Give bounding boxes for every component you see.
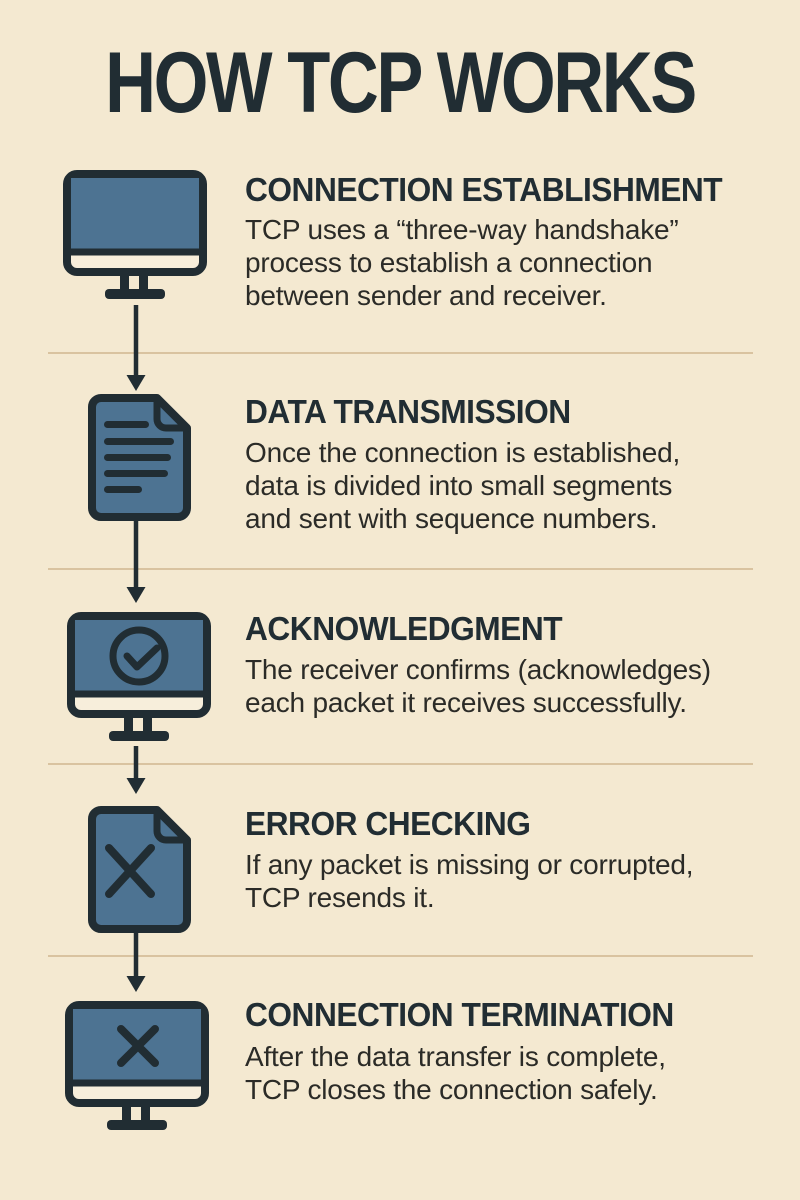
page-title: HOW TCP WORKS xyxy=(105,35,697,131)
body-line: TCP closes the connection safely. xyxy=(245,1074,658,1105)
body-line: process to establish a connection xyxy=(245,247,653,278)
section-divider xyxy=(48,955,753,957)
body-line: If any packet is missing or corrupted, xyxy=(245,849,694,880)
step-heading-error-checking: ERROR CHECKING xyxy=(245,805,531,842)
body-line: data is divided into small segments xyxy=(245,470,673,501)
step-heading-acknowledgment: ACKNOWLEDGMENT xyxy=(245,610,563,647)
step-heading-data-transmission: DATA TRANSMISSION xyxy=(245,393,571,430)
body-line: TCP uses a “three-way handshake” xyxy=(245,214,679,245)
step-body-connection-establishment: TCP uses a “three-way handshake” process… xyxy=(245,213,679,312)
section-divider xyxy=(48,352,753,354)
section-divider xyxy=(48,763,753,765)
step-heading-connection-establishment: CONNECTION ESTABLISHMENT xyxy=(245,171,723,208)
step-body-error-checking: If any packet is missing or corrupted, T… xyxy=(245,848,694,914)
step-heading-connection-termination: CONNECTION TERMINATION xyxy=(245,996,674,1033)
flow-arrow-down-icon xyxy=(126,521,146,603)
body-line: each packet it receives successfully. xyxy=(245,687,687,718)
monitor-check-icon xyxy=(67,612,211,741)
step-body-data-transmission: Once the connection is established, data… xyxy=(245,436,680,535)
monitor-x-icon xyxy=(65,1001,209,1130)
body-line: The receiver confirms (acknowledges) xyxy=(245,654,711,685)
monitor-icon xyxy=(63,170,207,299)
section-divider xyxy=(48,568,753,570)
body-line: Once the connection is established, xyxy=(245,437,681,468)
flow-arrow-down-icon xyxy=(126,930,146,992)
document-x-icon xyxy=(88,806,191,933)
body-line: and sent with sequence numbers. xyxy=(245,503,658,534)
body-line: between sender and receiver. xyxy=(245,280,607,311)
body-line: After the data transfer is complete, xyxy=(245,1041,666,1072)
body-line: TCP resends it. xyxy=(245,882,435,913)
step-body-connection-termination: After the data transfer is complete, TCP… xyxy=(245,1040,666,1106)
step-body-acknowledgment: The receiver confirms (acknowledges) eac… xyxy=(245,653,711,719)
flow-arrow-down-icon xyxy=(126,305,146,391)
document-lines-icon xyxy=(88,394,191,521)
flow-arrow-down-icon xyxy=(126,746,146,794)
